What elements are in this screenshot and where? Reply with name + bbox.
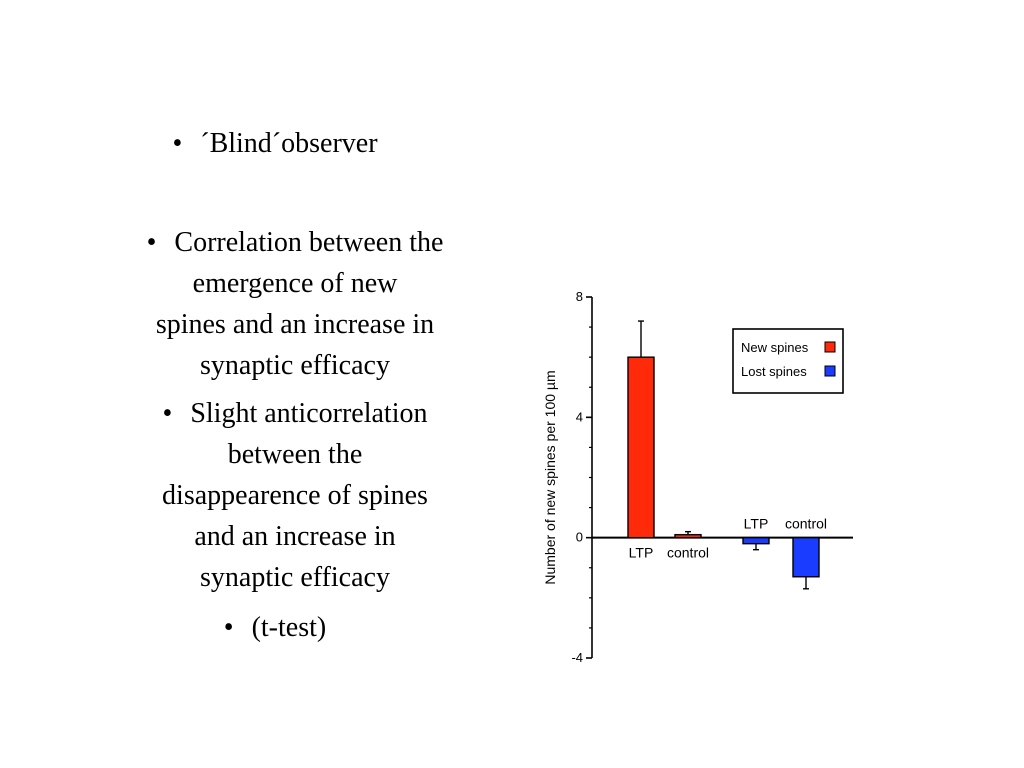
legend-swatch	[824, 365, 836, 377]
bullet-text: between the	[227, 439, 363, 470]
bullet-marker: •	[172, 128, 183, 159]
bullet-marker: •	[223, 612, 234, 643]
bullet-text: spines and an increase in	[155, 309, 435, 340]
bullet-text: Slight anticorrelation	[190, 398, 428, 429]
bullet-marker: •	[162, 398, 173, 429]
bullet-text: synaptic efficacy	[200, 350, 390, 381]
spines-bar-chart: 8 4 0 -4 Number of new spines per 100 µm LTP c…	[535, 285, 865, 670]
bar-lost-spines	[742, 536, 770, 545]
bullet-anticorrelation: • Slight anticorrelation between the disa…	[90, 393, 500, 598]
legend-label: New spines	[741, 340, 809, 355]
x-category-label: control	[667, 545, 709, 561]
bar-new-spines	[627, 356, 655, 539]
chart-svg: 8 4 0 -4 Number of new spines per 100 µm LTP c…	[542, 289, 853, 665]
bullet-correlation: • Correlation between the emergence of ne…	[90, 222, 500, 386]
y-tick-label: 0	[576, 530, 583, 545]
bullet-text: ´Blind´observer	[200, 128, 378, 159]
bar-lost-spines	[792, 536, 820, 578]
x-category-label: control	[785, 516, 827, 532]
bullet-text: emergence of new	[192, 268, 398, 299]
bullet-text: and an increase in	[194, 521, 396, 552]
legend-box	[732, 328, 844, 394]
legend-swatch	[824, 341, 836, 353]
y-tick-label: 4	[576, 409, 583, 424]
y-tick-label: 8	[576, 289, 583, 304]
bullet-text: synaptic efficacy	[200, 562, 390, 593]
bar-new-spines	[674, 533, 702, 539]
bullet-blind-observer: • ´Blind´observer	[110, 123, 440, 164]
bullet-text: (t-test)	[251, 612, 327, 643]
bullet-text: Correlation between the	[174, 227, 444, 258]
bullet-marker: •	[146, 227, 157, 258]
y-tick-label: -4	[571, 650, 583, 665]
y-axis-label: Number of new spines per 100 µm	[542, 370, 558, 584]
x-category-label: LTP	[744, 516, 769, 532]
bullet-text: disappearence of spines	[162, 480, 428, 511]
x-category-label: LTP	[629, 545, 654, 561]
legend-label: Lost spines	[741, 364, 807, 379]
bullet-t-test: • (t-test)	[110, 607, 440, 648]
